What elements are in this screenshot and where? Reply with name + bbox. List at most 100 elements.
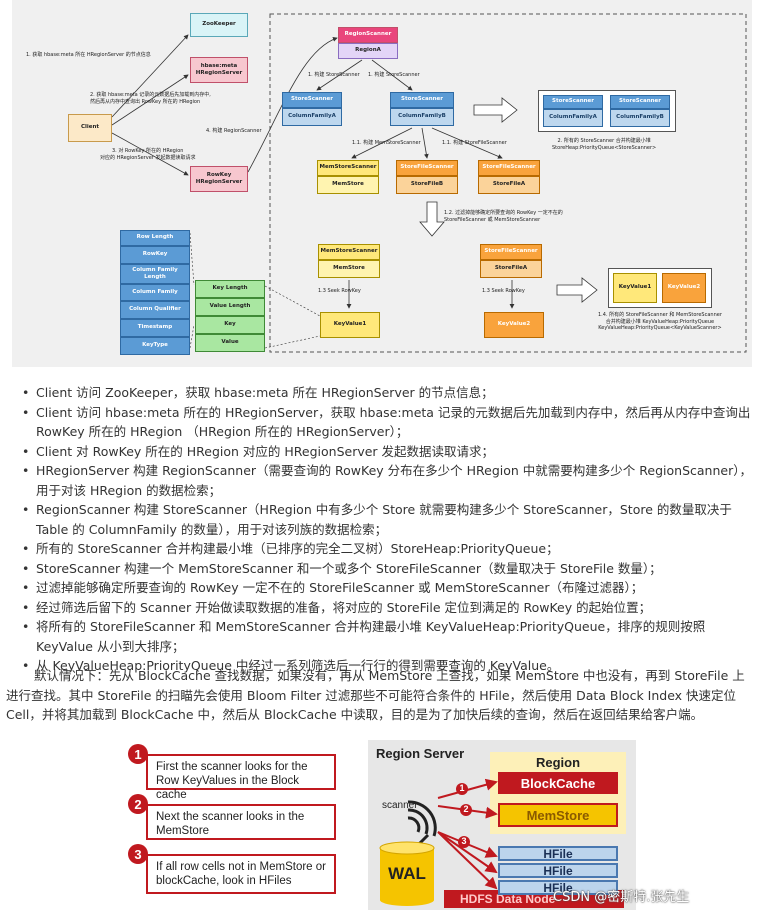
hfile-2: HFile bbox=[498, 863, 618, 878]
keyvalue-heap-note-line1: 1.4. 所有的 StoreFileScanner 和 MemStoreScan… bbox=[598, 312, 722, 318]
kv-field: Column Family Length bbox=[120, 264, 190, 284]
rowkey-server-box: RowKey HRegionServer bbox=[190, 166, 248, 192]
seek-rowkey-label-a: 1.3 Seek RowKey bbox=[318, 288, 361, 294]
arrow-number-1: 1 bbox=[459, 783, 465, 793]
region-panel: Region BlockCache MemStore bbox=[490, 752, 626, 834]
scanner-lookup-diagram: First the scanner looks for the Row KeyV… bbox=[128, 740, 638, 912]
block-cache: BlockCache bbox=[498, 772, 618, 794]
step-1-number: 1 bbox=[128, 744, 148, 764]
step-2-number: 2 bbox=[128, 794, 148, 814]
region-server-title: Region Server bbox=[376, 746, 465, 761]
list-item: 从 KeyValueHeap:PriorityQueue 中经过一系列筛选后一行… bbox=[22, 656, 757, 676]
filter-note-line1: 1.2. 过滤掉能够确定所要查询的 RowKey 一定不在的 bbox=[444, 210, 563, 216]
list-item: RegionScanner 构建 StoreScanner（HRegion 中有… bbox=[22, 500, 757, 539]
keyvalue-parts: Key Length Value Length Key Value bbox=[195, 280, 265, 352]
kv-part: Value bbox=[195, 334, 265, 352]
store-scanner-b-box: StoreScanner bbox=[390, 92, 454, 108]
list-item: Client 访问 ZooKeeper，获取 hbase:meta 所在 HRe… bbox=[22, 383, 757, 403]
store-heap-note-line1: 2. 所有的 StoreScanner 合并构建最小堆 bbox=[557, 138, 651, 144]
storefile-scanner-filtered-box: StoreFileScanner bbox=[480, 244, 542, 260]
memstore-scanner-box: MemStoreScanner bbox=[317, 160, 379, 176]
zookeeper-box: ZooKeeper bbox=[190, 13, 248, 37]
scanner-label: scanner bbox=[382, 800, 418, 811]
region-a-box: RegionA bbox=[338, 43, 398, 59]
default-lookup-paragraph: 默认情况下：先从 BlockCache 查找数据，如果没有，再从 MemStor… bbox=[6, 668, 745, 722]
build-memstore-scanner-label: 1.1. 构建 MemStoreScanner bbox=[352, 140, 421, 146]
storefile-a-box: StoreFileA bbox=[478, 176, 540, 194]
heap-store-scanner-a: StoreScanner bbox=[543, 95, 603, 109]
build-store-scanner-label-b: 1. 构建 StoreScanner bbox=[368, 72, 420, 78]
kv-part: Key Length bbox=[195, 280, 265, 298]
memstore: MemStore bbox=[498, 803, 618, 827]
list-item: Client 访问 hbase:meta 所在的 HRegionServer，获… bbox=[22, 403, 757, 442]
heap-column-family-a: ColumnFamilyA bbox=[543, 109, 603, 127]
list-item: 过滤掉能够确定所要查询的 RowKey 一定不在的 StoreFileScann… bbox=[22, 578, 757, 598]
filter-note-line2: StoreFileScanner 或 MemStoreScanner bbox=[444, 216, 541, 223]
list-item: 经过筛选后留下的 Scanner 开始做读取数据的准备，将对应的 StoreFi… bbox=[22, 598, 757, 618]
list-item: Client 对 RowKey 所在的 HRegion 对应的 HRegionS… bbox=[22, 442, 757, 462]
keyvalue-fields: Row Length RowKey Column Family Length C… bbox=[120, 230, 190, 355]
heap-column-family-b: ColumnFamilyB bbox=[610, 109, 670, 127]
step3-line2: 对应的 HRegionServer 发起数据读取请求 bbox=[100, 154, 196, 161]
kv-field: Row Length bbox=[120, 230, 190, 246]
database-icon bbox=[379, 841, 435, 906]
step-3-number: 3 bbox=[128, 844, 148, 864]
hfile-3: HFile bbox=[498, 880, 618, 895]
kv-field: KeyType bbox=[120, 337, 190, 355]
step3-line1: 3. 对 RowKey 所在的 HRegion bbox=[111, 148, 184, 154]
memstore-scanner-filtered-box: MemStoreScanner bbox=[318, 244, 380, 260]
diagram-connectors bbox=[111, 13, 747, 353]
kv-field: RowKey bbox=[120, 246, 190, 264]
step-3-text: If all row cells not in MemStore or bloc… bbox=[146, 854, 336, 894]
seek-rowkey-label-b: 1.3 Seek RowKey bbox=[482, 288, 525, 294]
list-item: StoreScanner 构建一个 MemStoreScanner 和一个或多个… bbox=[22, 559, 757, 579]
wal-cylinder: WAL bbox=[378, 840, 436, 906]
list-item: 所有的 StoreScanner 合并构建最小堆（已排序的完全二叉树）Store… bbox=[22, 539, 757, 559]
kv-part: Key bbox=[195, 316, 265, 334]
step4-label: 4. 构建 RegionScanner bbox=[206, 128, 262, 134]
client-box: Client bbox=[68, 114, 112, 142]
keyvalue2-box: KeyValue2 bbox=[484, 312, 544, 338]
kv-field: Timestamp bbox=[120, 319, 190, 337]
kv-field: Column Family bbox=[120, 284, 190, 301]
step-1: First the scanner looks for the Row KeyV… bbox=[128, 744, 338, 801]
hbase-meta-box: hbase:meta HRegionServer bbox=[190, 57, 248, 83]
step1-label: 1. 获取 hbase:meta 所在 HRegionServer 的节点信息 bbox=[26, 52, 151, 58]
store-heap-note-line2: StoreHeap:PriorityQueue<StoreScanner> bbox=[552, 144, 657, 151]
build-store-scanner-label-a: 1. 构建 StoreScanner bbox=[308, 72, 360, 78]
step2-label: 2. 获取 hbase:meta 记录的元数据后先加载到内存中, 然后再从内存中… bbox=[90, 92, 211, 105]
storefile-scanner-b-box: StoreFileScanner bbox=[396, 160, 458, 176]
wal-label: WAL bbox=[388, 864, 426, 883]
list-item: 将所有的 StoreFileScanner 和 MemStoreScanner … bbox=[22, 617, 757, 656]
region-scanner-box: RegionScanner bbox=[338, 27, 398, 43]
arrow-number-3: 3 bbox=[461, 836, 467, 846]
keyvalue-heap-note-line3: KeyValueHeap:PriorityQueue<KeyValueScann… bbox=[598, 325, 722, 331]
storefile-b-box: StoreFileB bbox=[396, 176, 458, 194]
rowkey-server-label: HRegionServer bbox=[195, 179, 243, 185]
storefile-a-filtered-box: StoreFileA bbox=[480, 260, 542, 278]
rowkey-label: RowKey bbox=[206, 171, 232, 178]
column-family-b-box: ColumnFamilyB bbox=[390, 108, 454, 126]
keyvalue-heap-note: 1.4. 所有的 StoreFileScanner 和 MemStoreScan… bbox=[598, 312, 722, 332]
store-heap-note: 2. 所有的 StoreScanner 合并构建最小堆 StoreHeap:Pr… bbox=[552, 138, 656, 151]
kv-field: Column Qualifier bbox=[120, 301, 190, 319]
step-2-text: Next the scanner looks in the MemStore bbox=[146, 804, 336, 840]
hbase-meta-label: hbase:meta bbox=[200, 62, 238, 69]
keyvalue-heap-note-line2: 合并构建最小堆 KeyValueHeap:PriorityQueue bbox=[605, 318, 715, 325]
build-storefile-scanner-label: 1.1. 构建 StoreFileScanner bbox=[442, 140, 507, 146]
region-title: Region bbox=[535, 755, 581, 770]
step-3: If all row cells not in MemStore or bloc… bbox=[128, 844, 338, 900]
read-steps-list: Client 访问 ZooKeeper，获取 hbase:meta 所在 HRe… bbox=[22, 383, 757, 676]
hfile-1: HFile bbox=[498, 846, 618, 861]
memstore-box: MemStore bbox=[317, 176, 379, 194]
step-1-text: First the scanner looks for the Row KeyV… bbox=[146, 754, 336, 801]
region-server-panel: Region Server Region BlockCache MemStore… bbox=[368, 740, 636, 910]
hbase-meta-server-label: HRegionServer bbox=[195, 70, 243, 76]
step2-line1: 2. 获取 hbase:meta 记录的元数据后先加载到内存中, bbox=[90, 92, 211, 98]
heap-keyvalue2: KeyValue2 bbox=[662, 273, 706, 303]
csdn-watermark: CSDN @密斯特.张先生 bbox=[553, 890, 690, 905]
step-2: Next the scanner looks in the MemStore 2 bbox=[128, 794, 338, 844]
filter-note: 1.2. 过滤掉能够确定所要查询的 RowKey 一定不在的 StoreFile… bbox=[444, 210, 563, 223]
step3-label: 3. 对 RowKey 所在的 HRegion 对应的 HRegionServe… bbox=[100, 148, 195, 161]
memstore-filtered-box: MemStore bbox=[318, 260, 380, 278]
